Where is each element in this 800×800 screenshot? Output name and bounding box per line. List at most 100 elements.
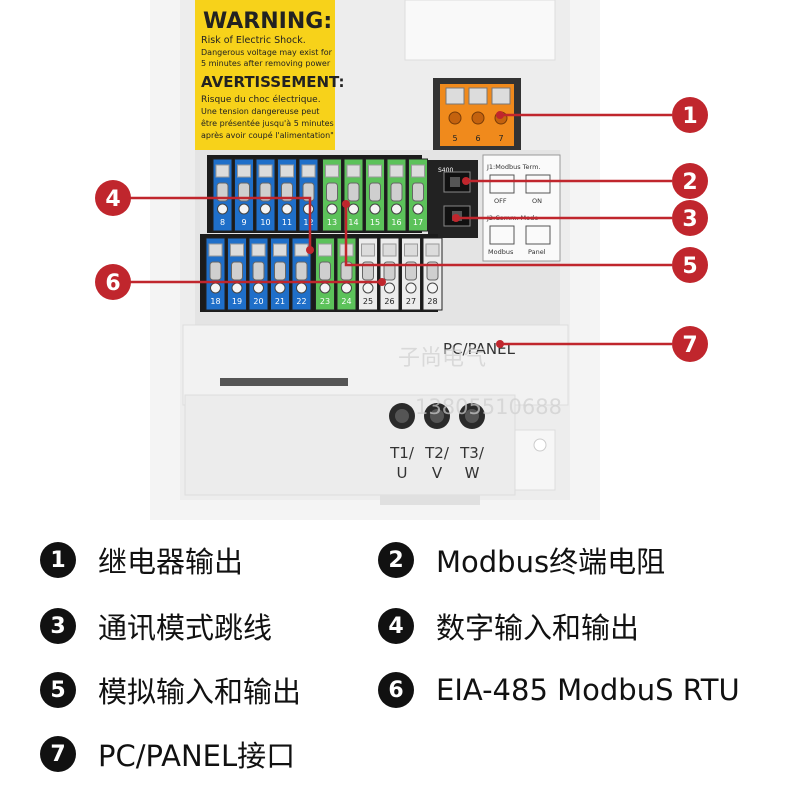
terminal-28: 28: [422, 237, 443, 311]
terminal-23-number: 23: [320, 297, 330, 306]
bottom-foot: [380, 495, 480, 505]
callout-5: 5: [672, 247, 708, 283]
terminal-14-number: 14: [348, 218, 358, 227]
screw-hole: [533, 438, 547, 452]
callout-number: 6: [105, 271, 120, 296]
output-terminal-label: T2/: [424, 444, 450, 462]
legend-number-badge: 5: [40, 672, 76, 708]
legend-item-3: 3 通讯模式跳线: [40, 602, 272, 650]
warning-fr-2: Une tension dangereuse peut: [201, 107, 319, 116]
watermark-name: 子尚电气: [398, 346, 486, 371]
terminal-12-number: 12: [303, 218, 313, 227]
terminal-15: 15: [365, 158, 385, 232]
terminal-26: 26: [379, 237, 400, 311]
relay-terminal-number: 5: [452, 134, 457, 143]
output-terminal-block: T1/U T2/V T3/W: [389, 403, 485, 482]
lower-terminal-row: 18 19 20 21 22 23 24 25 26 27 28: [205, 237, 443, 311]
terminal-16: 16: [386, 158, 407, 232]
j1-title: J1:Modbus Term.: [486, 163, 540, 171]
legend-number-badge: 3: [40, 608, 76, 644]
terminal-26-number: 26: [384, 297, 394, 306]
legend-number-badge: 7: [40, 736, 76, 772]
terminal-19: 19: [227, 237, 247, 311]
callout-number: 1: [682, 104, 697, 129]
callout-dots: [306, 111, 504, 348]
warning-en-1: Risk of Electric Shock.: [201, 35, 306, 46]
legend-label: EIA-485 ModbuS RTU: [436, 673, 740, 707]
output-terminal-3: T3/W: [459, 403, 485, 482]
terminal-17: 17: [408, 158, 428, 232]
warning-fr-title: AVERTISSEMENT:: [201, 73, 344, 91]
legend-label: PC/PANEL接口: [98, 739, 296, 773]
warning-en-2: Dangerous voltage may exist for: [201, 48, 333, 57]
legend-label: 通讯模式跳线: [98, 611, 273, 645]
top-cover: [404, 0, 556, 61]
off-label: OFF: [494, 197, 507, 205]
terminal-28-number: 28: [427, 297, 437, 306]
callout-4: 4: [95, 180, 131, 216]
leader-5: [344, 204, 672, 267]
terminal-24-number: 24: [341, 297, 351, 306]
warning-en-3: 5 minutes after removing power: [201, 59, 331, 68]
legend-number-badge: 2: [378, 542, 414, 578]
callout-number: 5: [682, 254, 697, 279]
terminal-16-number: 16: [391, 218, 401, 227]
callout-3: 3: [672, 200, 708, 236]
terminal-25-number: 25: [363, 297, 373, 306]
warning-fr-1: Risque du choc électrique.: [201, 94, 321, 105]
legend-item-2: 2 Modbus终端电阻: [378, 536, 665, 584]
terminal-11-number: 11: [282, 218, 292, 227]
output-terminal-1: T1/U: [389, 403, 415, 482]
terminal-9: 9: [234, 158, 254, 232]
legend-item-7: 7 PC/PANEL接口: [40, 730, 295, 778]
terminal-21-number: 21: [275, 297, 285, 306]
terminal-13: 13: [322, 158, 342, 232]
terminal-21: 21: [270, 237, 290, 311]
legend-label: 数字输入和输出: [436, 611, 640, 645]
output-terminal-phase: V: [432, 464, 443, 482]
terminal-24: 24: [336, 237, 357, 311]
callout-leaders: [130, 113, 672, 346]
relay-terminal-6: 6: [468, 87, 488, 143]
terminal-27-number: 27: [406, 297, 416, 306]
warning-fr-3: être présentée jusqu'à 5 minutes: [201, 118, 334, 128]
callout-number: 4: [105, 187, 120, 212]
on-label: ON: [532, 197, 542, 205]
output-terminal-label: T3/: [459, 444, 485, 462]
relay-terminal-number: 6: [475, 134, 480, 143]
callout-7: 7: [672, 326, 708, 362]
output-terminal-2: T2/V: [424, 403, 450, 482]
watermark-phone: 13805510688: [415, 395, 562, 419]
leader-4: [130, 196, 312, 250]
terminal-22-number: 22: [296, 297, 306, 306]
drive-terminal-diagram: WARNING: Risk of Electric Shock. Dangero…: [95, 0, 708, 520]
terminal-20-number: 20: [253, 297, 263, 306]
terminal-25: 25: [358, 237, 378, 311]
side-tab: [514, 429, 556, 491]
terminal-22: 22: [291, 237, 312, 311]
callout-number: 7: [682, 333, 697, 358]
legend-label: 模拟输入和输出: [98, 675, 302, 709]
callout-2: 2: [672, 163, 708, 199]
callout-1: 1: [672, 97, 708, 133]
panel-label: Panel: [528, 248, 546, 256]
output-terminal-phase: W: [465, 464, 480, 482]
lower-panel: [182, 324, 569, 406]
relay-terminal-5: 5: [445, 87, 465, 143]
legend-label: Modbus终端电阻: [436, 545, 666, 579]
terminal-10-number: 10: [260, 218, 270, 227]
terminal-18-number: 18: [210, 297, 220, 306]
warning-fr-4: après avoir coupé l'alimentation": [201, 130, 334, 140]
terminal-9-number: 9: [241, 218, 246, 227]
terminal-27: 27: [401, 237, 421, 311]
vent-slot: [220, 378, 348, 386]
terminal-8: 8: [212, 158, 233, 232]
callout-number: 3: [682, 207, 697, 232]
legend-item-5: 5 模拟输入和输出: [40, 666, 301, 714]
